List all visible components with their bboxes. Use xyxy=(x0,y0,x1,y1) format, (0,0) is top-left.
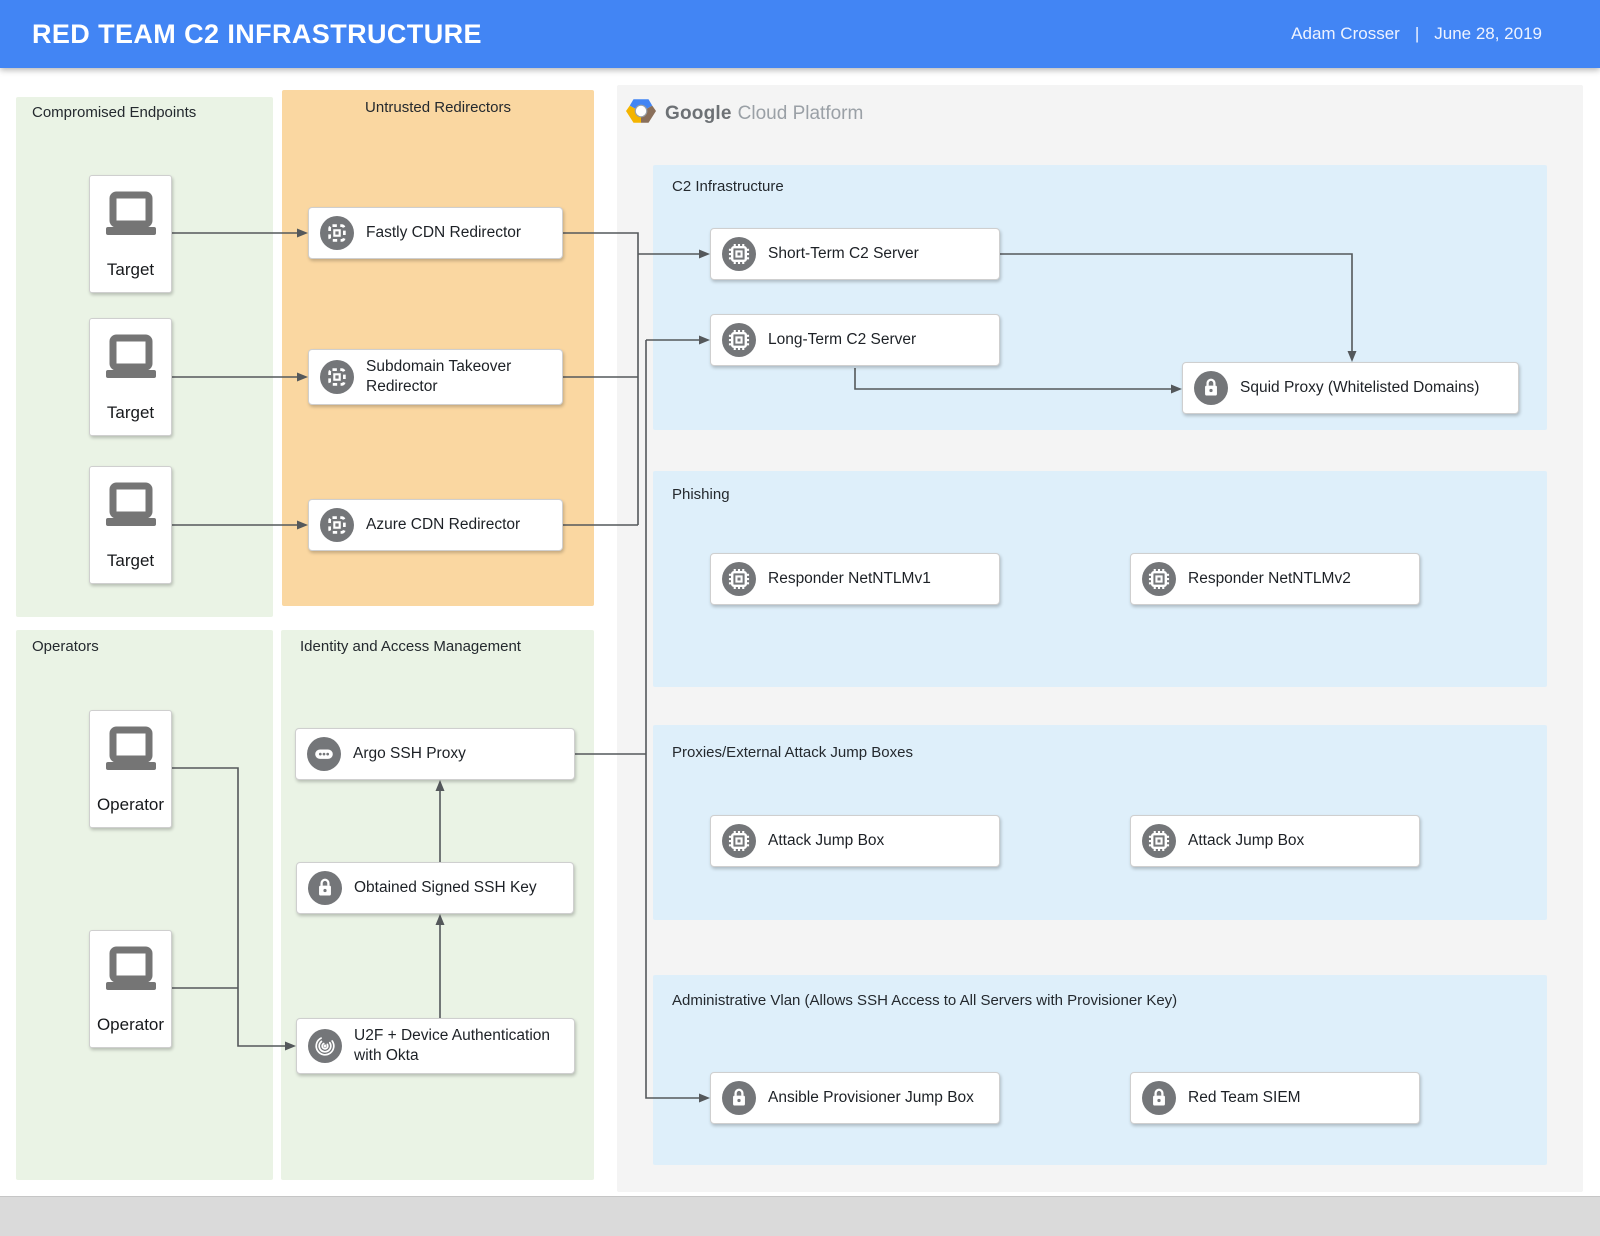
label-compromised-endpoints: Compromised Endpoints xyxy=(32,104,196,121)
header-meta: Adam Crosser | June 28, 2019 xyxy=(1291,24,1600,44)
node-red-team-siem: Red Team SIEM xyxy=(1130,1072,1420,1124)
target-device-card: Target xyxy=(89,175,172,293)
device-label: Target xyxy=(90,260,171,280)
lock-icon xyxy=(1142,1081,1176,1115)
node-label: Subdomain Takeover Redirector xyxy=(366,357,546,397)
node-label: Long-Term C2 Server xyxy=(768,330,916,350)
lock-icon xyxy=(1194,371,1228,405)
node-label: Squid Proxy (Whitelisted Domains) xyxy=(1240,378,1479,398)
node-label: Fastly CDN Redirector xyxy=(366,223,521,243)
node-responder-netntlmv2: Responder NetNTLMv2 xyxy=(1130,553,1420,605)
laptop-icon xyxy=(100,726,162,776)
label-untrusted-redirectors: Untrusted Redirectors xyxy=(282,99,594,116)
chip-icon xyxy=(722,824,756,858)
node-subdomain-takeover-redirector: Subdomain Takeover Redirector xyxy=(308,349,563,405)
node-responder-netntlmv1: Responder NetNTLMv1 xyxy=(710,553,1000,605)
label-proxies: Proxies/External Attack Jump Boxes xyxy=(672,744,913,761)
node-fastly-cdn-redirector: Fastly CDN Redirector xyxy=(308,207,563,259)
footer-strip xyxy=(0,1196,1600,1236)
node-obtained-signed-ssh-key: Obtained Signed SSH Key xyxy=(296,862,574,914)
fingerprint-icon xyxy=(308,1029,342,1063)
device-label: Operator xyxy=(90,795,171,815)
node-label: Short-Term C2 Server xyxy=(768,244,919,264)
header-author: Adam Crosser xyxy=(1291,24,1400,44)
device-label: Operator xyxy=(90,1015,171,1035)
chip-icon xyxy=(722,237,756,271)
laptop-icon xyxy=(100,482,162,532)
target-device-card: Target xyxy=(89,318,172,436)
gcp-hexagon-icon xyxy=(626,98,656,129)
label-admin-vlan: Administrative Vlan (Allows SSH Access t… xyxy=(672,992,1177,1009)
laptop-icon xyxy=(100,946,162,996)
node-label: U2F + Device Authentication with Okta xyxy=(354,1026,564,1066)
header-bar: RED TEAM C2 INFRASTRUCTURE Adam Crosser … xyxy=(0,0,1600,68)
node-long-term-c2-server: Long-Term C2 Server xyxy=(710,314,1000,366)
google-cloud-platform-logo: Google Cloud Platform xyxy=(626,98,863,129)
gcp-logo-text-primary: Google xyxy=(665,103,732,125)
node-squid-proxy: Squid Proxy (Whitelisted Domains) xyxy=(1182,362,1519,414)
label-c2-infrastructure: C2 Infrastructure xyxy=(672,178,784,195)
node-label: Azure CDN Redirector xyxy=(366,515,520,535)
device-label: Target xyxy=(90,403,171,423)
node-ansible-provisioner-jump-box: Ansible Provisioner Jump Box xyxy=(710,1072,1000,1124)
image-icon xyxy=(320,508,354,542)
device-label: Target xyxy=(90,551,171,571)
lock-icon xyxy=(722,1081,756,1115)
node-argo-ssh-proxy: Argo SSH Proxy xyxy=(295,728,575,780)
image-icon xyxy=(320,216,354,250)
node-azure-cdn-redirector: Azure CDN Redirector xyxy=(308,499,563,551)
node-u2f-device-authentication: U2F + Device Authentication with Okta xyxy=(296,1018,575,1074)
page-title: RED TEAM C2 INFRASTRUCTURE xyxy=(0,19,482,50)
header-date: June 28, 2019 xyxy=(1434,24,1542,44)
node-label: Ansible Provisioner Jump Box xyxy=(768,1088,974,1108)
node-label: Responder NetNTLMv1 xyxy=(768,569,931,589)
node-label: Argo SSH Proxy xyxy=(353,744,466,764)
target-device-card: Target xyxy=(89,466,172,584)
chip-icon xyxy=(1142,824,1176,858)
node-attack-jump-box-1: Attack Jump Box xyxy=(710,815,1000,867)
chip-icon xyxy=(722,323,756,357)
label-operators: Operators xyxy=(32,638,99,655)
gcp-logo-text-secondary: Cloud Platform xyxy=(738,103,864,125)
node-label: Attack Jump Box xyxy=(1188,831,1304,851)
laptop-icon xyxy=(100,334,162,384)
image-icon xyxy=(320,360,354,394)
node-short-term-c2-server: Short-Term C2 Server xyxy=(710,228,1000,280)
header-divider: | xyxy=(1415,24,1419,44)
label-identity-access-management: Identity and Access Management xyxy=(300,638,521,655)
chip-icon xyxy=(1142,562,1176,596)
node-label: Attack Jump Box xyxy=(768,831,884,851)
node-label: Red Team SIEM xyxy=(1188,1088,1301,1108)
lock-icon xyxy=(308,871,342,905)
operator-device-card: Operator xyxy=(89,710,172,828)
label-phishing: Phishing xyxy=(672,486,730,503)
laptop-icon xyxy=(100,191,162,241)
node-label: Obtained Signed SSH Key xyxy=(354,878,537,898)
operator-device-card: Operator xyxy=(89,930,172,1048)
console-icon xyxy=(307,737,341,771)
node-label: Responder NetNTLMv2 xyxy=(1188,569,1351,589)
node-attack-jump-box-2: Attack Jump Box xyxy=(1130,815,1420,867)
chip-icon xyxy=(722,562,756,596)
